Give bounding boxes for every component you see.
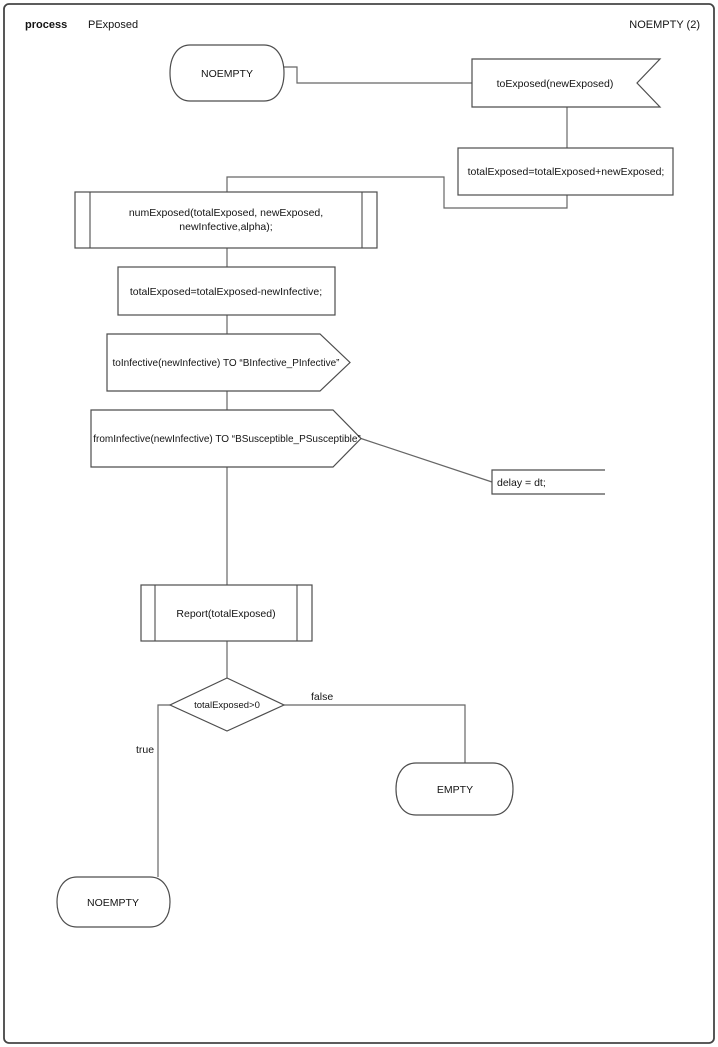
connector-task-add-to-procedure [226, 176, 568, 209]
procedure-report-label: Report(totalExposed) [176, 608, 275, 620]
page-border [3, 3, 715, 1044]
output-signal-toinfective [106, 333, 351, 392]
task-box-add [457, 147, 674, 196]
decision-condition-label: totalExposed>0 [194, 700, 260, 711]
input-signal-label: toExposed(newExposed) [497, 78, 614, 90]
header-kind-label: process [25, 19, 67, 31]
state-bottom-label: NOEMPTY [87, 897, 139, 909]
state-top-label: NOEMPTY [201, 68, 253, 80]
procedure-numexposed-label-line2: newInfective,alpha); [179, 221, 272, 233]
task-box-sub [117, 266, 336, 316]
task-add-label: totalExposed=totalExposed+newExposed; [468, 166, 665, 178]
connector-output2-to-delay-note [360, 437, 493, 483]
output-signal-frominfective [90, 409, 362, 468]
decision-diamond [168, 677, 286, 732]
input-signal-symbol [471, 58, 662, 108]
procedure-numexposed-label-line1: numExposed(totalExposed, newExposed, [129, 207, 323, 219]
connector-state-to-input [283, 66, 472, 84]
text-extension-delay [491, 469, 605, 495]
state-symbol-empty [395, 762, 514, 816]
connector-false-branch [284, 704, 466, 763]
output-frominfective-label: fromInfective(newInfective) TO “BSuscept… [93, 434, 361, 445]
state-empty-label: EMPTY [437, 784, 473, 796]
state-symbol-top [169, 44, 285, 102]
branch-true-label: true [136, 744, 154, 756]
header-process-name: PExposed [88, 19, 138, 31]
branch-false-label: false [311, 691, 333, 703]
task-sub-label: totalExposed=totalExposed-newInfective; [130, 286, 322, 298]
connector-true-branch [157, 704, 170, 877]
procedure-call-numexposed [74, 191, 378, 249]
state-symbol-bottom [56, 876, 171, 928]
delay-note-label: delay = dt; [497, 477, 546, 489]
procedure-call-report [140, 584, 313, 642]
output-toinfective-label: toInfective(newInfective) TO “BInfective… [113, 358, 340, 369]
header-page-label: NOEMPTY (2) [629, 19, 700, 31]
